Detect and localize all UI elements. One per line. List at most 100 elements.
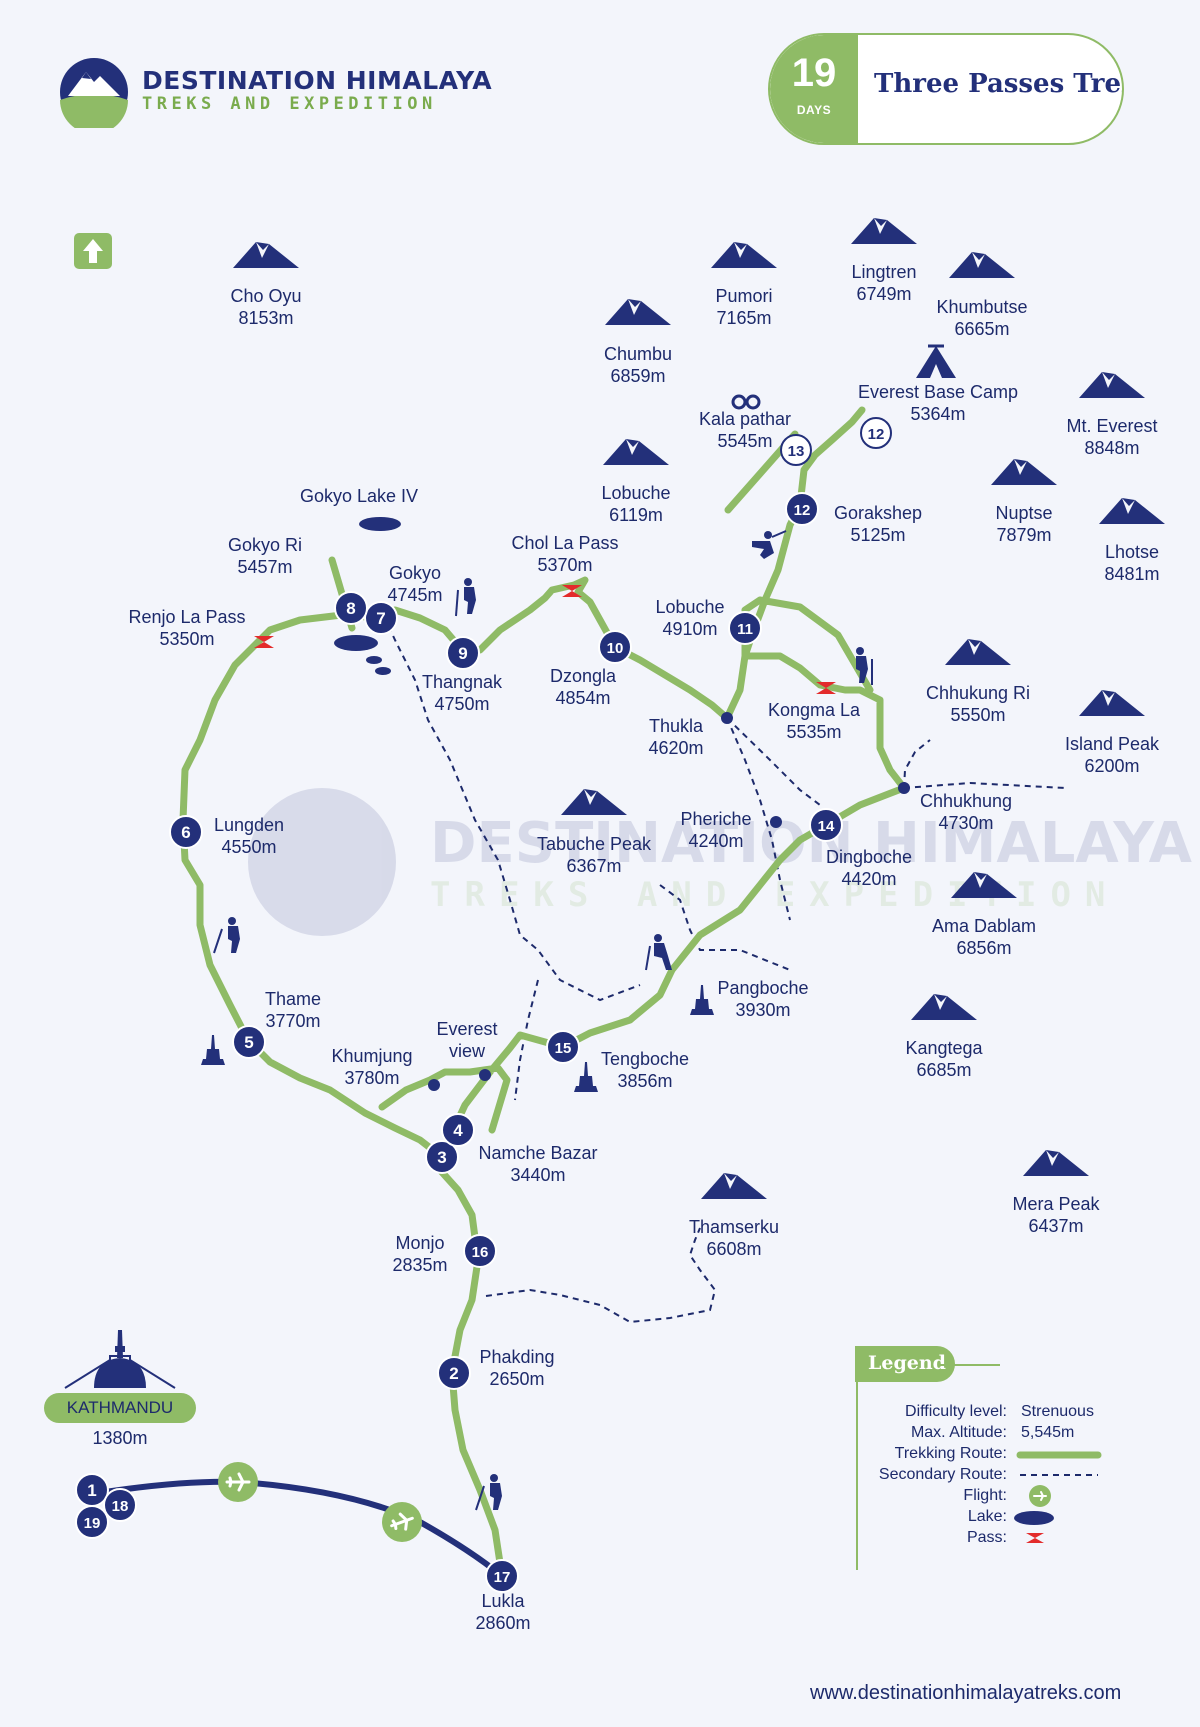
- passes: [254, 585, 836, 694]
- day-marker-label: 12: [794, 502, 811, 519]
- route-node: [898, 782, 910, 794]
- hiker-icon: [213, 917, 240, 954]
- legend-key: Pass:: [966, 1529, 1007, 1546]
- day-marker-label: 15: [555, 1040, 572, 1057]
- plane-icon: [218, 1462, 258, 1502]
- stupas: [201, 985, 714, 1092]
- day-marker-label: 9: [458, 644, 467, 663]
- day-marker-label: 12: [868, 426, 885, 443]
- stupa-icon: [690, 985, 714, 1015]
- mountain-icon: [1023, 1150, 1089, 1176]
- legend-symbols: [1014, 1451, 1102, 1543]
- day-marker: 1: [75, 1473, 109, 1507]
- day-marker: 10: [598, 630, 632, 664]
- binoculars-icon: [731, 394, 761, 410]
- day-marker-label: 7: [376, 609, 385, 628]
- secondary-route-gokyo-valley: [383, 615, 641, 1002]
- legend-plane-icon: [1029, 1485, 1051, 1507]
- hikers: [213, 530, 873, 1511]
- mountain-icon: [911, 994, 977, 1020]
- route-node: [479, 1069, 491, 1081]
- day-marker: 5: [232, 1025, 266, 1059]
- brand-tagline: TREKS AND EXPEDITION: [142, 94, 437, 114]
- day-markers: 123456789101112131415161718191213: [75, 417, 892, 1593]
- day-marker: 4: [441, 1113, 475, 1147]
- website-link[interactable]: www.destinationhimalayatreks.com: [810, 1682, 1122, 1704]
- trek-title-badge: 19 DAYS Three Passes Trek: [768, 33, 1124, 145]
- secondary-route-thamserku: [485, 1227, 717, 1324]
- route-node: [770, 816, 782, 828]
- trek-title: Three Passes Trek: [874, 69, 1124, 99]
- day-marker: 7: [364, 601, 398, 635]
- route-node: [428, 1079, 440, 1091]
- lakes: [334, 517, 401, 675]
- day-marker-label: 5: [244, 1033, 253, 1052]
- flight-route: [91, 1478, 504, 1579]
- legend-key: Lake:: [967, 1508, 1007, 1525]
- hiker-icon: [455, 578, 476, 617]
- lake-icon: [375, 667, 391, 675]
- legend-key: Max. Altitude:: [910, 1424, 1007, 1441]
- day-marker: 2: [437, 1356, 471, 1390]
- lake-icon: [334, 635, 378, 651]
- mountain-icon: [991, 459, 1057, 485]
- mountain-icon: [1099, 498, 1165, 524]
- secondary-route-chhukhung-east: [903, 781, 1066, 789]
- day-marker: 12: [785, 492, 819, 526]
- day-marker-label: 16: [472, 1244, 489, 1261]
- day-marker: 14: [809, 808, 843, 842]
- legend-key: Flight:: [963, 1487, 1007, 1504]
- kathmandu-stupa-icon: [64, 1330, 176, 1389]
- plane-icon: [382, 1502, 422, 1542]
- north-arrow-icon: [74, 233, 112, 269]
- peak-icons: [233, 218, 1165, 1199]
- mountain-icon: [711, 242, 777, 268]
- day-marker-label: 11: [737, 621, 753, 638]
- day-marker-label: 14: [818, 818, 835, 835]
- day-marker-label: 2: [449, 1364, 458, 1383]
- day-marker-label: 18: [112, 1498, 129, 1515]
- mountain-icon: [561, 789, 627, 815]
- mountain-icon: [951, 872, 1017, 898]
- day-marker-label: 3: [437, 1148, 446, 1167]
- lake-icon: [366, 656, 382, 664]
- watermark-logo-icon: [248, 788, 396, 936]
- mountain-icon: [701, 1173, 767, 1199]
- legend-value: 5,545m: [1021, 1424, 1075, 1441]
- day-marker-label: 13: [788, 443, 805, 460]
- day-marker: 9: [446, 636, 480, 670]
- stupa-icon: [201, 1035, 225, 1065]
- mountain-icon: [233, 242, 299, 268]
- legend-tab-line: [940, 1364, 1000, 1366]
- day-marker: 8: [334, 591, 368, 625]
- day-marker-label: 10: [607, 640, 624, 657]
- days-count: 19: [791, 51, 837, 95]
- lake-icon: [359, 517, 401, 531]
- watermark-tagline: TREKS AND EXPEDITION: [430, 875, 1119, 915]
- camp-icon: [916, 344, 956, 378]
- secondary-route-pheriche: [726, 717, 791, 921]
- days-unit: DAYS: [796, 103, 832, 117]
